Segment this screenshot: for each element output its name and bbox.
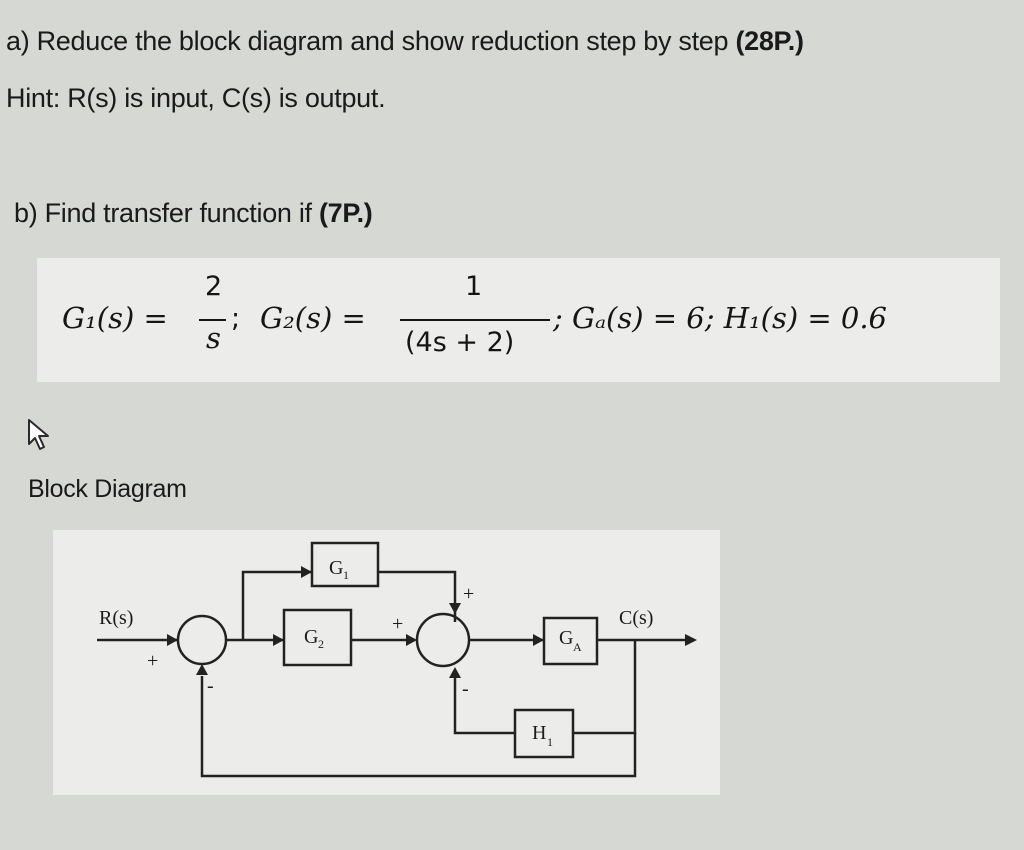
question-a-points: (28P.)	[735, 26, 804, 56]
block-ga-subscript: A	[573, 640, 582, 654]
block-diagram: R(s) C(s) G 1 G 2 G A H 1 + - + + -	[53, 530, 720, 795]
sum2-minus-sign: -	[462, 678, 469, 700]
question-b-text: b) Find transfer function if	[14, 198, 319, 228]
sum2-plus-left-sign: +	[392, 613, 403, 635]
hint-text: Hint: R(s) is input, C(s) is output.	[6, 83, 386, 113]
block-h1-subscript: 1	[547, 735, 553, 749]
block-g2-subscript: 2	[318, 637, 324, 651]
block-h1	[513, 708, 575, 759]
block-diagram-title: Block Diagram	[28, 475, 187, 503]
question-a-text: a) Reduce the block diagram and show red…	[6, 26, 736, 56]
block-g1-subscript: 1	[343, 568, 349, 582]
block-g1-label: G	[329, 557, 343, 579]
g1-numerator: 2	[205, 271, 223, 302]
g2-lhs: G₂(s) =	[260, 301, 366, 335]
question-b-points: (7P.)	[318, 198, 373, 228]
sum1-minus-sign: -	[207, 675, 214, 697]
g1-denominator: s	[206, 321, 221, 355]
formula-box: G₁(s) = 2 s ; G₂(s) = 1 (4s + 2) ; Gₐ(s)…	[37, 258, 1000, 382]
block-g1	[310, 541, 380, 588]
block-g2-label: G	[304, 626, 318, 648]
question-a: a) Reduce the block diagram and show red…	[6, 26, 804, 57]
block-g2	[282, 608, 353, 667]
summing-junction-1	[176, 614, 228, 666]
input-label: R(s)	[99, 607, 133, 629]
block-ga	[542, 616, 599, 666]
g2-fraction-bar	[400, 319, 550, 321]
g1-lhs: G₁(s) =	[62, 301, 168, 335]
question-b: b) Find transfer function if (7P.)	[14, 198, 373, 229]
formula-rest: ; Gₐ(s) = 6; H₁(s) = 0.6	[553, 301, 888, 335]
g1-fraction-bar	[199, 319, 226, 321]
sum1-plus-sign: +	[147, 650, 158, 672]
output-label: C(s)	[619, 607, 653, 629]
sum2-plus-top-sign: +	[463, 583, 474, 605]
g2-denominator: (4s + 2)	[405, 327, 515, 358]
block-ga-label: G	[559, 627, 573, 649]
mouse-cursor-icon	[26, 418, 56, 457]
separator-1: ;	[231, 303, 241, 334]
summing-junction-2	[415, 612, 471, 668]
block-h1-label: H	[532, 722, 546, 744]
g2-numerator: 1	[465, 271, 483, 302]
